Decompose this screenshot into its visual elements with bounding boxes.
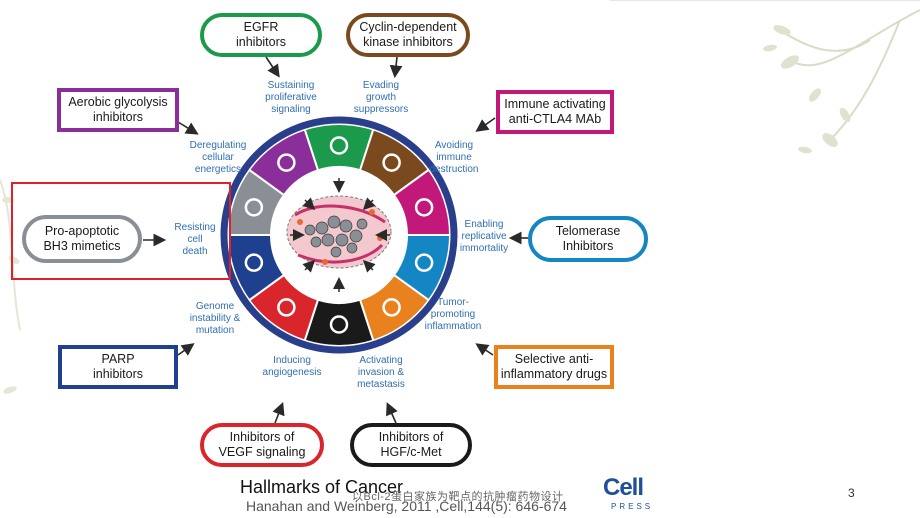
arrow-hgf [386, 402, 398, 424]
arrow-vegf [272, 402, 285, 424]
segment-icon-proliferative [329, 136, 349, 155]
hgf-inhibitors-text: Inhibitors of HGF/c-Met [378, 430, 444, 459]
cell-press-sub: PRESS [611, 502, 654, 511]
slide-title: Hallmarks of Cancer [240, 477, 404, 497]
parp-inhibitors-text: PARP inhibitors [92, 352, 144, 381]
hallmark-proliferative-label: Sustaining proliferative signaling [265, 80, 317, 115]
egfr-inhibitors-box: EGFR inhibitors [200, 13, 322, 57]
segment-icon-death [244, 198, 264, 217]
cell-press-logo: Cell [603, 474, 644, 501]
segment-icon-inflammation [382, 298, 401, 317]
hallmark-invasion-label: Activating invasion & metastasis [357, 355, 405, 390]
cdk-inhibitors-text: Cyclin-dependent kinase inhibitors [359, 20, 457, 49]
immune-activating-box: Immune activating anti-CTLA4 MAb [496, 90, 614, 134]
immune-activating-text: Immune activating anti-CTLA4 MAb [504, 97, 606, 126]
hgf-inhibitors-box: Inhibitors of HGF/c-Met [350, 423, 472, 467]
highlight-frame [11, 182, 231, 280]
arrow-antiinflam [475, 343, 494, 356]
hallmark-death-label: Resisting cell death [174, 222, 216, 257]
vegf-inhibitors-text: Inhibitors of VEGF signaling [218, 430, 306, 459]
glycolysis-inhibitors-text: Aerobic glycolysis inhibitors [68, 95, 168, 124]
arrow-egfr [265, 56, 280, 78]
footer-overlay-text: 以Bcl-2蛋白家族为靶点的抗肿瘤药物设计 [352, 491, 564, 503]
egfr-inhibitors-text: EGFR inhibitors [235, 20, 287, 49]
segment-icon-invasion [329, 315, 349, 334]
arrow-cdk [389, 56, 403, 79]
segment-icon-energetics [277, 153, 296, 172]
anti-inflammatory-box: Selective anti- inflammatory drugs [494, 345, 614, 389]
telomerase-inhibitors-box: Telomerase Inhibitors [528, 216, 648, 262]
arrow-immune [475, 117, 496, 132]
hallmark-inflammation-label: Tumor- promoting inflammation [424, 297, 482, 332]
hallmark-angiogenesis-label: Inducing angiogenesis [262, 355, 322, 378]
bh3-mimetics-box: Pro-apoptotic BH3 mimetics [22, 215, 142, 263]
slide-number: 3 [848, 486, 855, 500]
hallmark-immune-label: Avoiding immune destruction [429, 140, 479, 175]
outer-ring [220, 116, 458, 354]
glycolysis-inhibitors-box: Aerobic glycolysis inhibitors [57, 88, 179, 132]
wheel-segments [226, 123, 452, 347]
anti-inflammatory-text: Selective anti- inflammatory drugs [500, 352, 608, 381]
segment-icon-immune [414, 198, 434, 217]
hallmark-growth-label: Evading growth suppressors [353, 80, 409, 115]
vegf-inhibitors-box: Inhibitors of VEGF signaling [200, 423, 324, 467]
parp-inhibitors-box: PARP inhibitors [58, 345, 178, 389]
tumor-illustration [286, 195, 392, 269]
segment-icon-genome [244, 253, 264, 272]
cdk-inhibitors-box: Cyclin-dependent kinase inhibitors [346, 13, 470, 57]
telomerase-inhibitors-text: Telomerase Inhibitors [555, 224, 621, 253]
arrow-parp [177, 343, 195, 356]
bh3-mimetics-text: Pro-apoptotic BH3 mimetics [43, 224, 121, 253]
arrow-glycolysis [177, 121, 199, 135]
hallmark-replicative-label: Enabling replicative immortality [459, 219, 509, 254]
citation: Hanahan and Weinberg, 2011 ,Cell,144(5):… [246, 498, 567, 514]
hallmark-energetics-label: Deregulating cellular energetics [189, 140, 247, 175]
segment-icon-replicative [414, 253, 434, 272]
hallmark-genome-label: Genome instability & mutation [189, 301, 241, 336]
segment-icon-growth [382, 153, 401, 172]
inner-arrows [290, 178, 390, 292]
segment-icon-angiogenesis [277, 298, 296, 317]
